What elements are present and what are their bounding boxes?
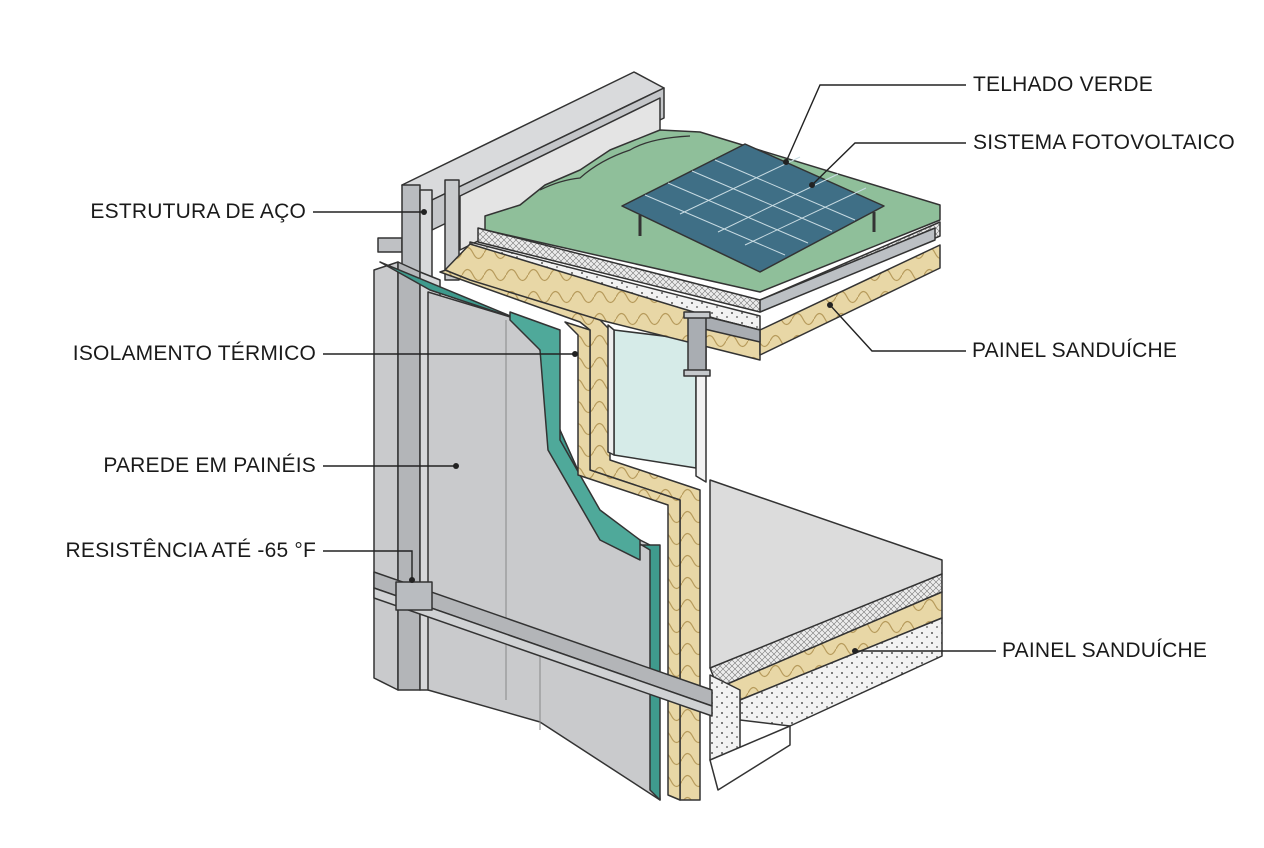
label-estrutura-aco: ESTRUTURA DE AÇO xyxy=(90,200,306,223)
steel-structure xyxy=(377,71,665,281)
leader-lines xyxy=(313,84,996,652)
teal-membrane xyxy=(379,261,661,801)
label-painel-sanduiche-roof: PAINEL SANDUÍCHE xyxy=(972,339,1178,362)
label-isolamento-termico: ISOLAMENTO TÉRMICO xyxy=(72,342,316,365)
label-telhado-verde: TELHADO VERDE xyxy=(973,73,1153,96)
label-resistencia: RESISTÊNCIA ATÉ -65 °F xyxy=(65,539,316,562)
label-sistema-fotovoltaico: SISTEMA FOTOVOLTAICO xyxy=(973,131,1235,154)
label-painel-sanduiche-floor: PAINEL SANDUÍCHE xyxy=(1002,639,1208,662)
base-rail xyxy=(373,571,713,717)
floor-assembly xyxy=(709,479,943,791)
label-parede-paineis: PAREDE EM PAINÉIS xyxy=(103,454,316,477)
solar-panel xyxy=(621,143,885,273)
leader-dots xyxy=(409,159,858,654)
